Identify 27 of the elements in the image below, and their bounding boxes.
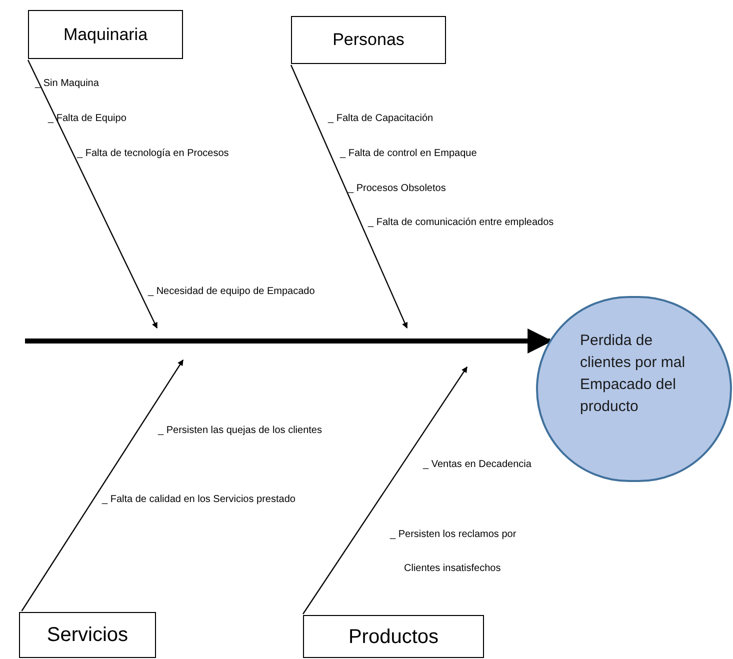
- cause-text: _ Falta de Equipo: [48, 112, 126, 126]
- category-title: Personas: [332, 29, 404, 52]
- cause-arrow: [290, 64, 408, 329]
- cause-arrow: [302, 366, 468, 614]
- category-box: [19, 612, 156, 658]
- effect-text: Perdida de clientes por mal Empacado del producto: [580, 331, 686, 417]
- cause-text: _ Persisten las quejas de los clientes: [158, 424, 322, 438]
- category-title: Maquinaria: [63, 24, 148, 46]
- category-box: [303, 615, 484, 658]
- category-title: Productos: [348, 624, 439, 650]
- main-arrow: [25, 328, 553, 354]
- cause-text: _ Persisten los reclamos por: [390, 528, 516, 542]
- cause-arrow: [27, 60, 158, 329]
- cause-text: _ Procesos Obsoletos: [348, 182, 446, 196]
- cause-text: _ Falta de tecnología en Procesos: [77, 147, 229, 161]
- cause-text: _ Falta de control en Empaque: [340, 147, 477, 161]
- category-box: [28, 10, 183, 59]
- category-box: [291, 16, 446, 64]
- cause-arrow: [21, 360, 184, 612]
- cause-text: Clientes insatisfechos: [404, 562, 501, 576]
- cause-text: _ Falta de comunicación entre empleados: [368, 216, 554, 230]
- cause-text: _ Necesidad de equipo de Empacado: [148, 285, 315, 299]
- cause-text: _ Sin Maquina: [35, 77, 99, 91]
- cause-text: _ Ventas en Decadencia: [423, 458, 532, 472]
- category-title: Servicios: [46, 623, 128, 648]
- cause-text: _ Falta de Capacitación: [328, 112, 434, 126]
- cause-text: _ Falta de calidad en los Servicios prestado: [102, 493, 296, 507]
